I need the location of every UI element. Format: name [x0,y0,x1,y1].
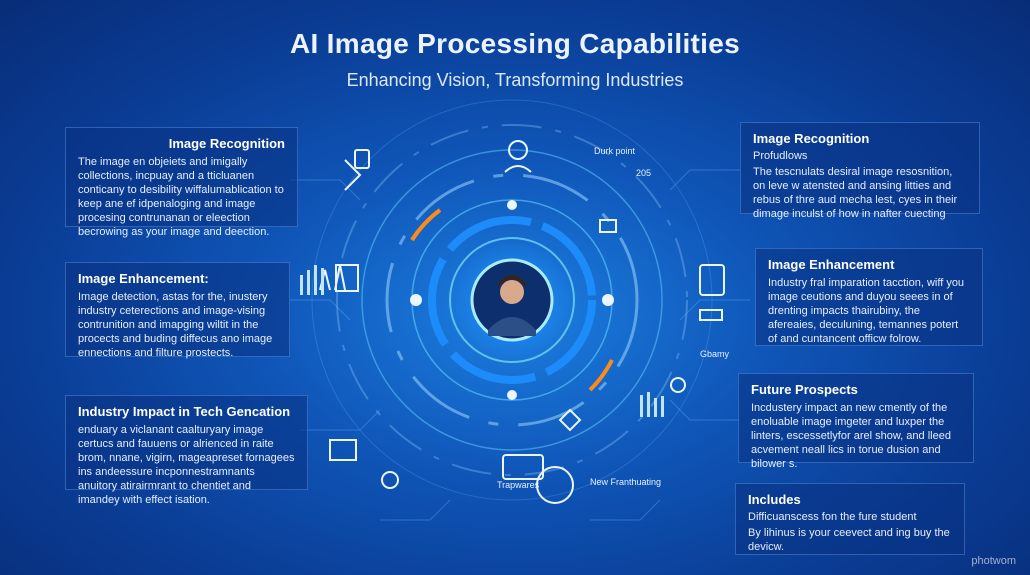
panel-subheading: Profudlows [753,150,808,162]
panel-heading: Image Recognition [753,131,870,146]
panel-heading: Image Enhancement [768,257,895,272]
left-panel-enhancement: Image Enhancement: Image detection, asta… [65,262,290,359]
page-subtitle: Enhancing Vision, Transforming Industrie… [346,70,684,90]
panel-heading: Includes [748,492,801,507]
panel-heading: Image Enhancement: [78,271,209,286]
label-bottom-right: New Franthuating [590,477,662,487]
right-panel-future: Future Prospects Incdustery impact an ne… [738,373,974,470]
label-side: Gbamy [700,349,730,359]
label-top-point: Durk point [594,146,636,156]
panel-body: By lihinus is your ceevect and ing buy t… [748,527,950,553]
label-bottom-left: Trapwares [497,480,540,490]
panel-heading: Industry Impact in Tech Gencation [78,404,291,419]
watermark: photwom [971,555,1016,567]
panel-body: The image en objeiets and imigally colle… [78,156,284,238]
panel-body: Industry fral imparation tacction, wiff … [768,277,965,345]
panel-body: Image detection, astas for the, inustery… [78,291,273,359]
panel-body: Incdustery impact an new cmently of the … [751,402,951,470]
left-panel-recognition: Image Recognition The image en objeiets … [65,127,298,238]
right-panel-includes: Includes Difficuanscess fon the fure stu… [735,483,965,555]
right-panel-enhancement: Image Enhancement Industry fral imparati… [755,248,983,346]
label-code: 205 [636,168,652,178]
left-panel-industry: Industry Impact in Tech Gencation enduar… [65,395,308,506]
page-title: AI Image Processing Capabilities [290,28,740,59]
right-panel-recognition: Image Recognition Profudlows The tescnul… [740,122,980,220]
panel-heading: Image Recognition [168,136,285,151]
panel-body: The tescnulats desiral image resosnition… [753,166,958,220]
panel-heading: Future Prospects [751,382,858,397]
panel-subheading: Difficuanscess fon the fure student [748,511,917,523]
panel-body: enduary a viclanant caalturyary image ce… [78,424,295,506]
avatar [470,258,554,342]
